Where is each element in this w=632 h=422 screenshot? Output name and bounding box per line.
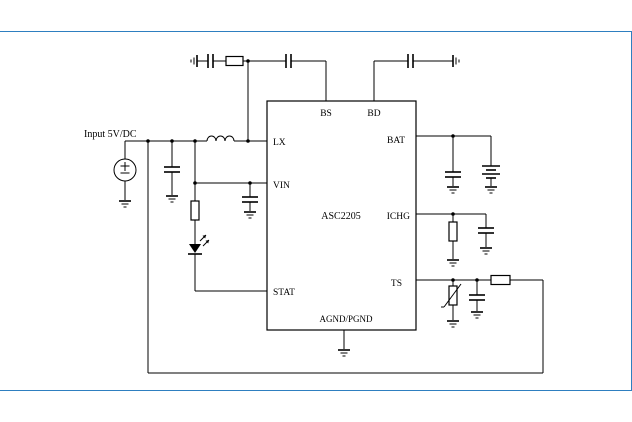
resistor-symbol-ichg (448, 221, 458, 242)
ground-symbol-top-right (452, 55, 460, 67)
junction-node (246, 59, 250, 63)
ground-symbol-top-left (190, 55, 198, 67)
capacitor-symbol-top-left (207, 54, 214, 68)
resistor-symbol-top (225, 55, 244, 67)
ic-name: ASC2205 (321, 211, 360, 222)
capacitor-symbol-bat (445, 171, 461, 178)
ground-symbol-ichg (447, 259, 459, 267)
ground-symbol-input-cap (166, 195, 178, 203)
pin-label-vin: VIN (273, 181, 290, 191)
ground-symbol-source (119, 200, 131, 208)
pin-label-stat: STAT (273, 288, 295, 298)
pin-label-ts: TS (391, 279, 402, 289)
ground-symbol-vin (244, 211, 256, 219)
capacitor-symbol-ichg (478, 227, 494, 234)
pin-label-bs: BS (320, 109, 332, 119)
ground-symbol-battery (485, 186, 497, 194)
ground-symbol-ts-cap (471, 311, 483, 319)
ground-symbol-bat-cap (447, 186, 459, 194)
input-label: Input 5V/DC (84, 129, 137, 140)
battery-icon (482, 165, 500, 179)
ground-symbol-thermistor (447, 320, 459, 328)
thermistor-symbol (441, 283, 462, 308)
ground-symbol-agnd (338, 349, 350, 357)
dc-source-symbol (113, 158, 137, 182)
capacitor-symbol-input (164, 166, 180, 173)
capacitor-symbol-vin (242, 196, 258, 203)
pin-label-lx: LX (273, 138, 286, 148)
pin-label-agnd: AGND/PGND (319, 314, 373, 324)
led-icon (188, 234, 210, 255)
capacitor-symbol-bd (407, 54, 414, 68)
resistor-symbol-stat (190, 200, 200, 221)
pin-label-bat: BAT (387, 136, 405, 146)
capacitor-symbol-ts (469, 294, 485, 301)
pin-label-bd: BD (367, 109, 380, 119)
pin-label-ichg: ICHG (387, 212, 410, 222)
resistor-symbol-ts (490, 274, 511, 286)
ic-body (266, 100, 417, 331)
capacitor-symbol-bs (285, 54, 292, 68)
ground-symbol-ichg-cap (480, 247, 492, 255)
inductor-symbol (206, 135, 235, 142)
